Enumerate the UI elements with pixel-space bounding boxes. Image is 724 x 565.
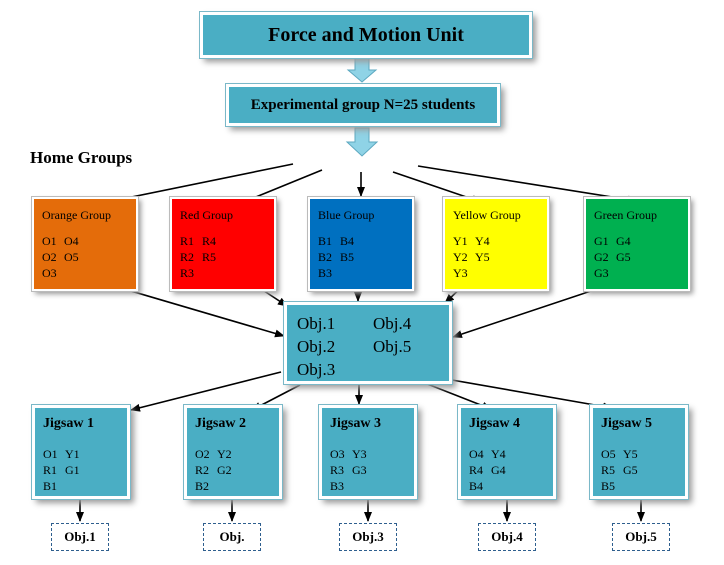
objective: Obj.5 (373, 337, 412, 356)
member: R5 (601, 463, 616, 477)
jigsaw-name: Jigsaw 4 (469, 416, 520, 431)
member: B1 (318, 234, 333, 248)
member: G4 (616, 234, 631, 248)
member: Y2 (217, 447, 232, 461)
block-arrow-experimental-to-groups (345, 127, 379, 157)
member: G1 (594, 234, 609, 248)
member: Y3 (352, 447, 367, 461)
member: O5 (64, 250, 79, 264)
arrow-to-green (417, 165, 638, 204)
group-green: Green Group G1 G4 G2 G5 G3 (584, 197, 690, 291)
member: G1 (65, 463, 80, 477)
member: O2 (42, 250, 57, 264)
jigsaw-name: Jigsaw 2 (195, 416, 246, 431)
diagram-title: Force and Motion Unit (268, 23, 464, 46)
jigsaw-5: Jigsaw 5 O5 Y5 R5 G5 B5 (590, 405, 688, 499)
experimental-group-box: Experimental group N=25 students (226, 84, 500, 126)
group-blue: Blue Group B1 B4 B2 B5 B3 (308, 197, 414, 291)
member: O4 (64, 234, 79, 248)
objectives-box: Obj.1 Obj.4 Obj.2 Obj.5 Obj.3 (284, 302, 452, 384)
member: O1 (42, 234, 57, 248)
jigsaw-name: Jigsaw 1 (43, 416, 94, 431)
member: G3 (352, 463, 367, 477)
member: Y5 (475, 250, 490, 264)
member: G2 (594, 250, 609, 264)
member: Y5 (623, 447, 638, 461)
member: R1 (180, 234, 195, 248)
jigsaw-4: Jigsaw 4 O4 Y4 R4 G4 B4 (458, 405, 556, 499)
member: G5 (616, 250, 631, 264)
member: B3 (330, 479, 345, 493)
member: B3 (318, 266, 333, 280)
member: Y3 (453, 266, 468, 280)
member: R2 (180, 250, 195, 264)
objective: Obj.1 (297, 314, 336, 333)
group-red: Red Group R1 R4 R2 R5 R3 (170, 197, 276, 291)
objective: Obj.4 (373, 314, 412, 333)
member: Y1 (453, 234, 468, 248)
member: G4 (491, 463, 506, 477)
group-name: Blue Group (318, 208, 375, 222)
member: O5 (601, 447, 616, 461)
member: O2 (195, 447, 210, 461)
member: G2 (217, 463, 232, 477)
objective: Obj.2 (297, 337, 336, 356)
member: B4 (469, 479, 484, 493)
arrow-to-orange (101, 163, 294, 206)
member: Y2 (453, 250, 468, 264)
member: B2 (195, 479, 210, 493)
member: R5 (202, 250, 217, 264)
jigsaw-3: Jigsaw 3 O3 Y3 R3 G3 B3 (319, 405, 417, 499)
title-box: Force and Motion Unit (200, 12, 532, 58)
block-arrow-title-to-experimental (346, 57, 378, 83)
member: O1 (43, 447, 58, 461)
jigsaw-2: Jigsaw 2 O2 Y2 R2 G2 B2 (184, 405, 282, 499)
arrow-green-to-obj (452, 282, 616, 338)
member: R4 (202, 234, 217, 248)
member: B5 (340, 250, 355, 264)
member: B2 (318, 250, 333, 264)
member: B5 (601, 479, 616, 493)
member: G5 (623, 463, 638, 477)
member: R4 (469, 463, 484, 477)
jigsaw-1: Jigsaw 1 O1 Y1 R1 G1 B1 (32, 405, 130, 499)
member: R1 (43, 463, 58, 477)
output-objective-5: Obj.5 (612, 523, 670, 551)
member: G3 (594, 266, 609, 280)
objective: Obj.3 (297, 360, 336, 379)
group-name: Yellow Group (453, 208, 521, 222)
group-orange: Orange Group O1 O4 O2 O5 O3 (32, 197, 138, 291)
group-name: Red Group (180, 208, 233, 222)
output-objective-2: Obj. (203, 523, 261, 551)
group-name: Green Group (594, 208, 657, 222)
output-objective-4: Obj.4 (478, 523, 536, 551)
member: R3 (330, 463, 345, 477)
experimental-group-label: Experimental group N=25 students (250, 96, 476, 113)
output-objective-3: Obj.3 (339, 523, 397, 551)
home-groups-heading: Home Groups (30, 148, 133, 167)
output-objective-1: Obj.1 (51, 523, 109, 551)
member: Y4 (491, 447, 506, 461)
member: O3 (330, 447, 345, 461)
group-name: Orange Group (42, 208, 111, 222)
arrow-obj-to-jig1 (130, 371, 282, 412)
group-yellow: Yellow Group Y1 Y4 Y2 Y5 Y3 (443, 197, 549, 291)
member: B4 (340, 234, 355, 248)
member: O4 (469, 447, 484, 461)
jigsaw-name: Jigsaw 3 (330, 416, 381, 431)
member: B1 (43, 479, 58, 493)
member: R3 (180, 266, 195, 280)
jigsaw-name: Jigsaw 5 (601, 416, 652, 431)
arrow-obj-to-jig5 (451, 379, 613, 411)
member: Y4 (475, 234, 490, 248)
member: O3 (42, 266, 57, 280)
arrow-orange-to-obj (106, 283, 285, 338)
member: R2 (195, 463, 210, 477)
member: Y1 (65, 447, 80, 461)
